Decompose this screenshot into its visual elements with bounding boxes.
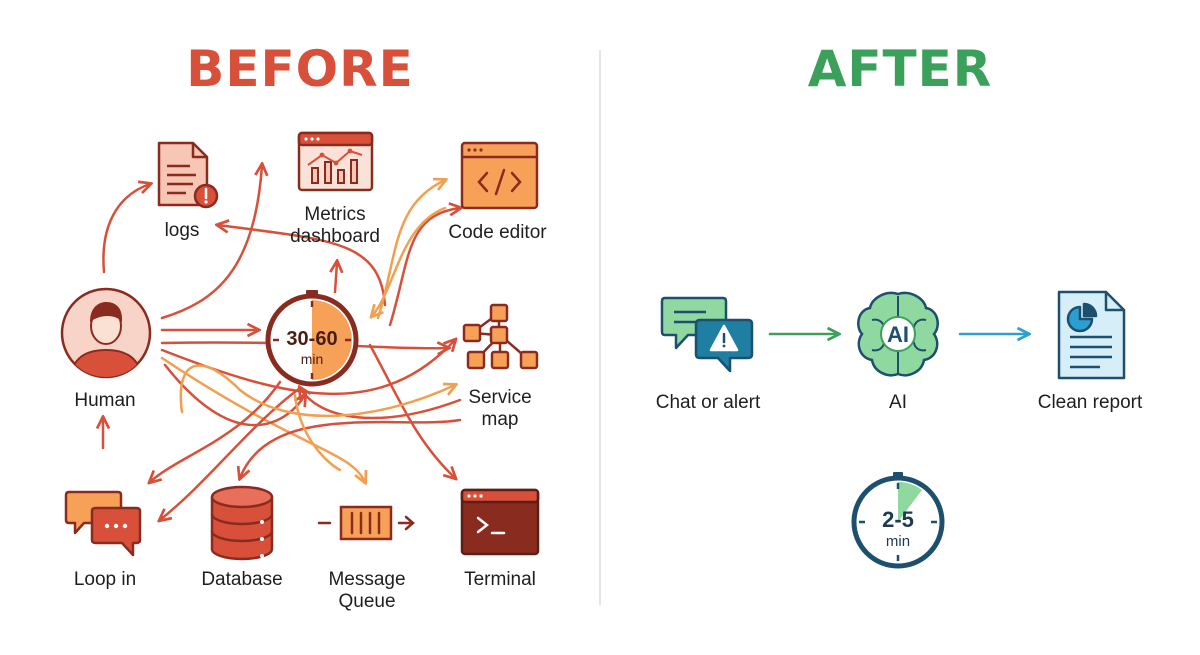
before-timer-icon [265, 290, 359, 387]
service-map-label: Service map [468, 387, 532, 430]
human-avatar-icon [60, 287, 152, 379]
clean-report-icon [1057, 290, 1126, 380]
section-divider [599, 50, 601, 605]
after-timer-unit: min [886, 533, 910, 550]
message-queue-label: Message Queue [328, 569, 406, 612]
human-label: Human [74, 390, 136, 411]
message-queue-icon [317, 505, 415, 541]
before-heading: BEFORE [186, 40, 414, 98]
database-icon [210, 485, 274, 561]
ai-label: AI [889, 392, 907, 413]
code-editor-icon [460, 141, 539, 210]
terminal-label: Terminal [464, 569, 536, 590]
after-heading: AFTER [807, 40, 993, 98]
before-arrows [103, 165, 460, 520]
error-badge-icon [193, 183, 219, 209]
ai-brain-icon [857, 291, 939, 377]
loop-in-chat-icon [64, 490, 142, 557]
after-timer-value: 2-5 [882, 507, 914, 532]
logs-document-icon [157, 141, 209, 207]
before-timer-value: 30-60 [286, 328, 337, 350]
clean-report-label: Clean report [1037, 392, 1143, 413]
terminal-icon [460, 488, 540, 556]
code-editor-label: Code editor [448, 222, 547, 243]
metrics-dashboard-label: Metrics dashboard [290, 204, 380, 247]
ai-icon-text: AI [887, 322, 909, 347]
database-label: Database [201, 569, 283, 590]
chat-alert-label: Chat or alert [655, 392, 761, 413]
before-timer-unit: min [301, 351, 324, 367]
service-map-icon [462, 303, 539, 370]
loop-in-label: Loop in [73, 569, 137, 590]
logs-label: logs [164, 220, 200, 241]
after-timer-icon [851, 472, 945, 569]
metrics-dashboard-icon [297, 131, 374, 192]
chat-alert-icon [660, 296, 754, 373]
